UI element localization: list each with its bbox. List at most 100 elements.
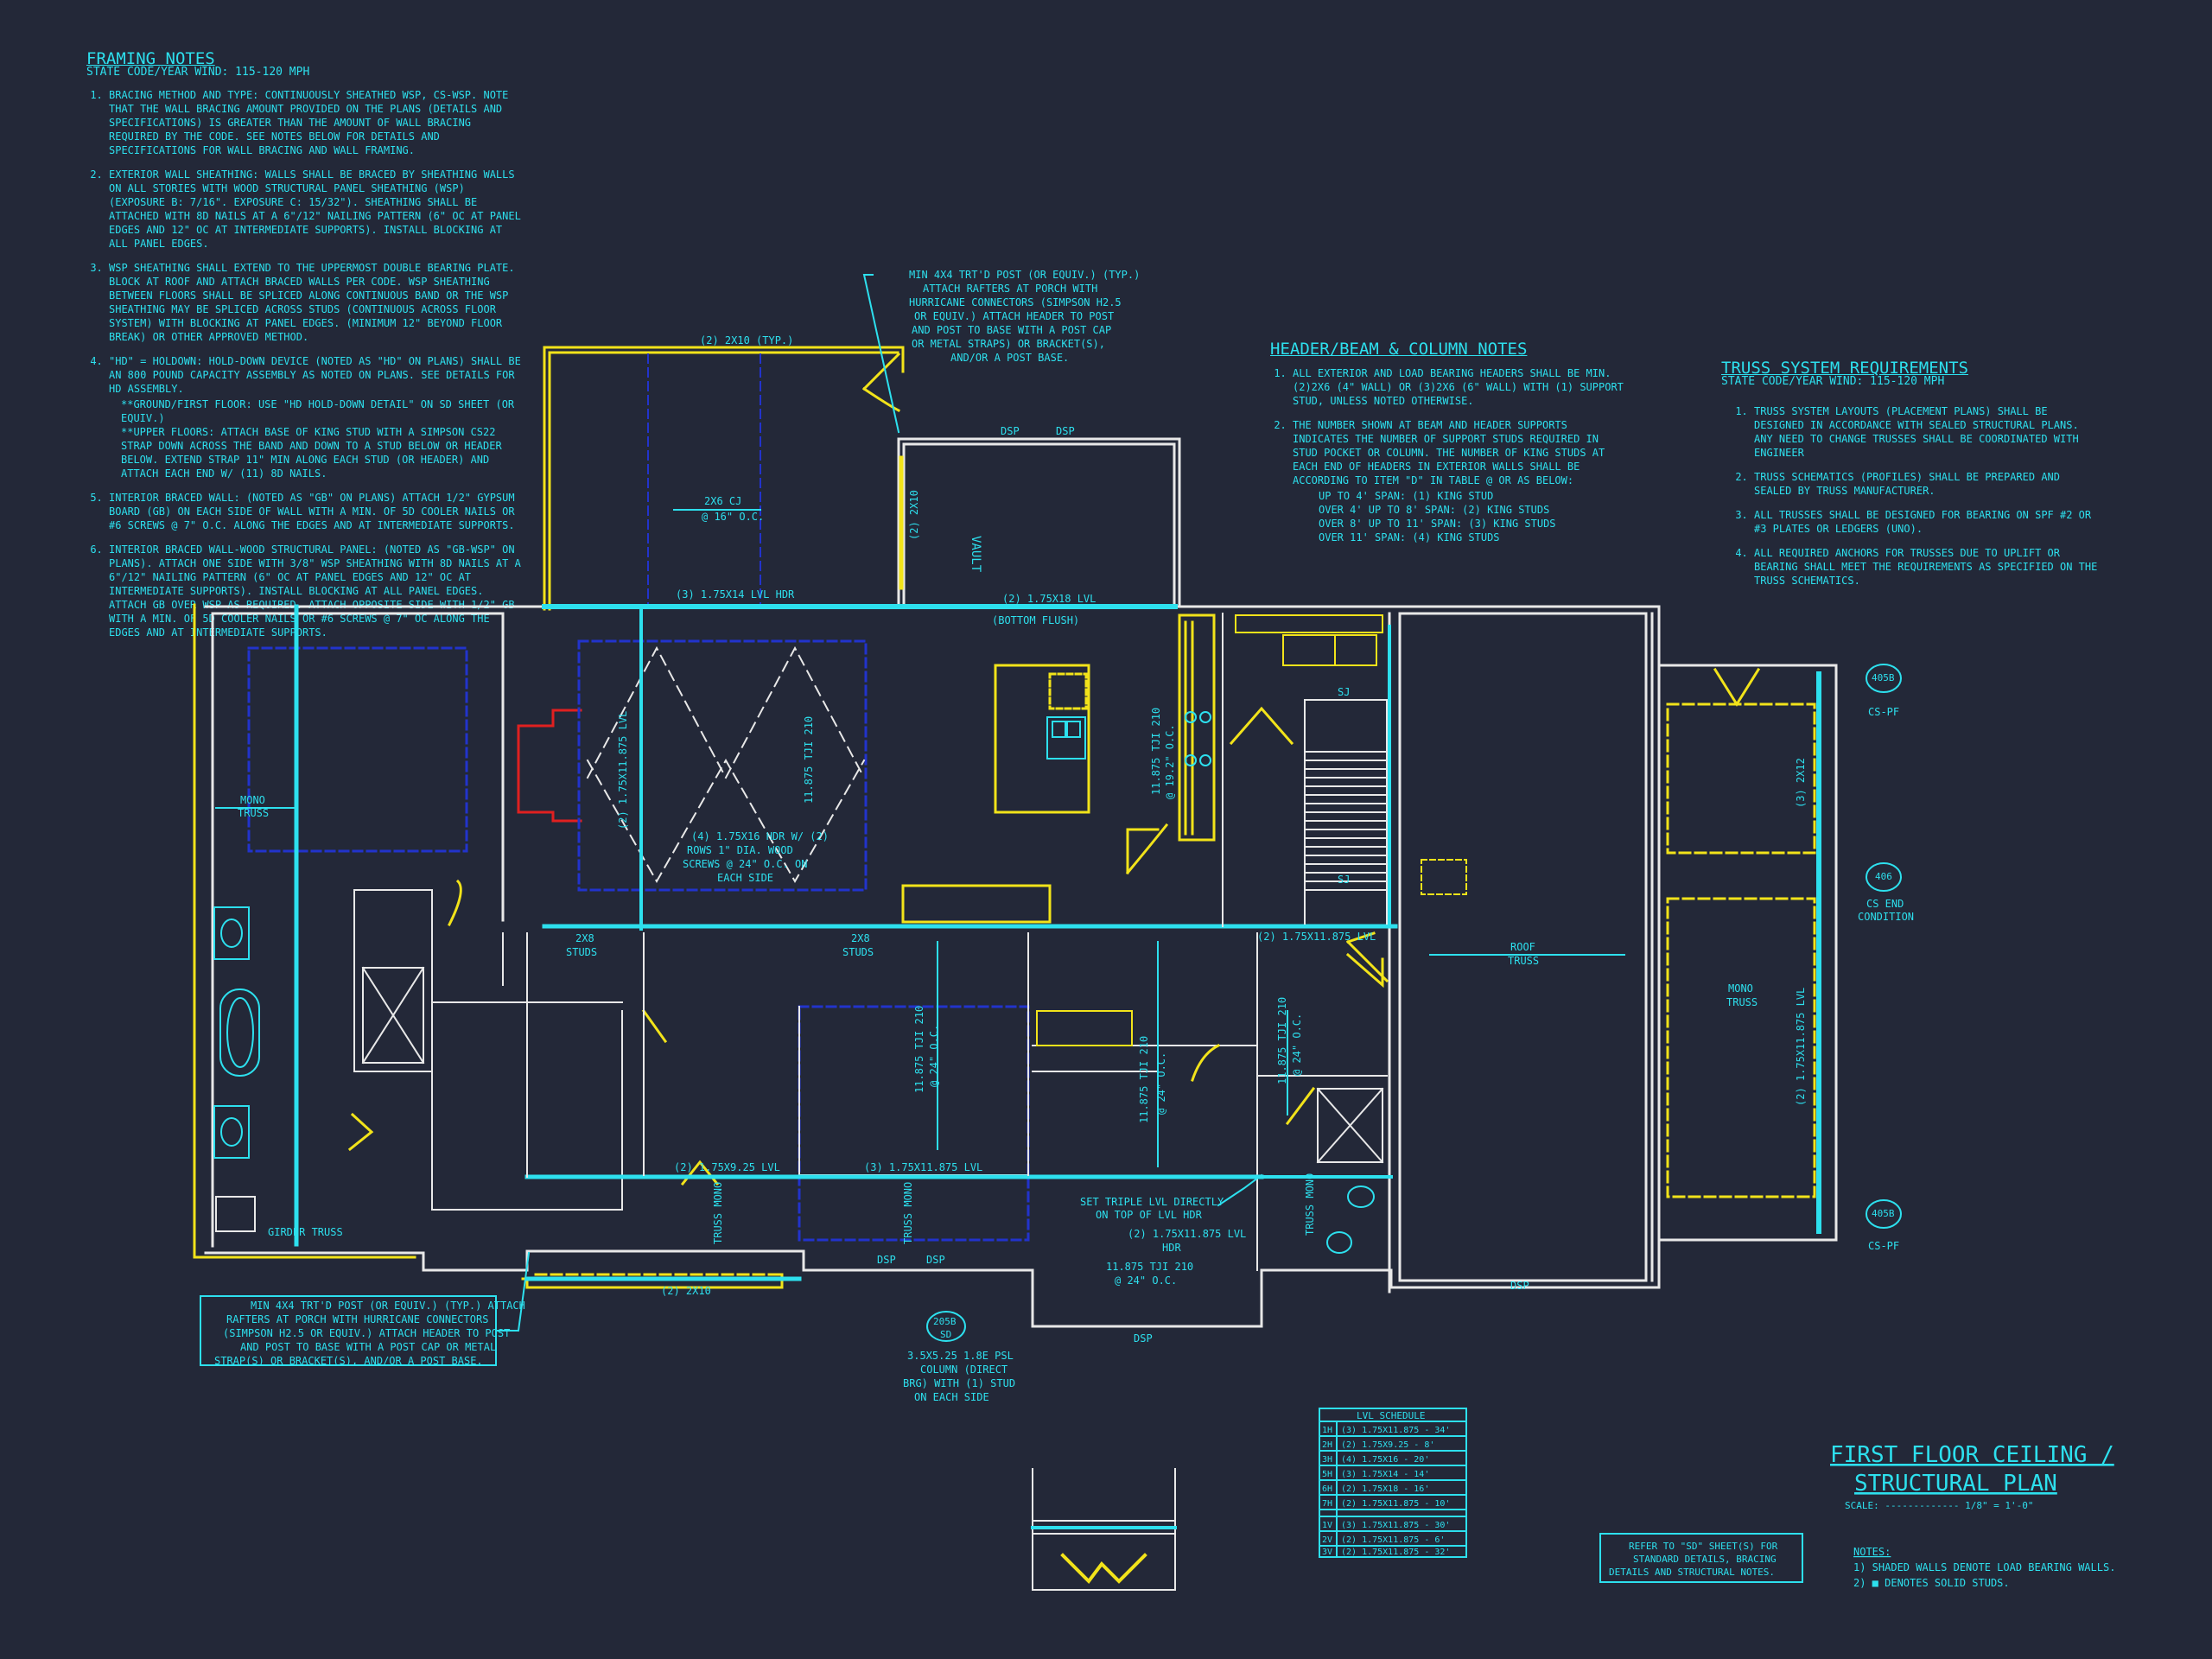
right-wing-lvl-label: (2) 1.75x11.875 LVL	[1795, 988, 1807, 1106]
bottom-flush-label: (BOTTOM FLUSH)	[992, 614, 1079, 626]
hdr-3-175x14-label: (3) 1.75x14 LVL HDR	[676, 588, 795, 601]
vault-room-walls	[897, 437, 1181, 607]
studs-2x8-right: 2x8	[851, 932, 870, 944]
fireplace	[517, 709, 582, 823]
lvl-row-desc-2: (2) 1.75x9.25 - 8'	[1341, 1440, 1434, 1450]
porch-beam-label: (2) 2x10 (TYP.)	[700, 334, 793, 346]
framing-note-4-sub-1: **GROUND/FIRST FLOOR: USE "HD HOLD-DOWN …	[121, 398, 515, 424]
porch-bottom-callout-2: RAFTERS AT PORCH WITH HURRICANE CONNECTO…	[226, 1313, 488, 1325]
framing-note-5: INTERIOR BRACED WALL: (NOTED AS "GB" ON …	[109, 491, 527, 532]
interior-walls	[502, 932, 1258, 1178]
studs-word-left: STUDS	[566, 946, 597, 958]
framing-note-3: WSP SHEATHING SHALL EXTEND TO THE UPPERM…	[109, 261, 527, 344]
cj-spacing-label: @ 16" O.C.	[702, 511, 764, 523]
right-wing-yellow-framing	[1666, 702, 1816, 1198]
girder-truss-label: GIRDER TRUSS	[268, 1226, 343, 1238]
triple-lvl-leader	[1217, 1173, 1263, 1207]
refer-sd-line-1: REFER TO "SD" SHEET(S) FOR	[1629, 1541, 1778, 1552]
triple-lvl-line-1: SET TRIPLE LVL DIRECTLY	[1080, 1196, 1224, 1208]
sheet-title-line-1: FIRST FLOOR CEILING /	[1830, 1442, 2114, 1468]
porch-top-callout-3: HURRICANE CONNECTORS (SIMPSON H2.5	[909, 296, 1122, 308]
lvl-row-tag-4: 5H	[1322, 1470, 1332, 1479]
exterior-walls	[204, 605, 1661, 1328]
great-room-vertical-lvl-label: (2) 1.75x11.875 LVL	[617, 711, 629, 830]
porch-top-leader	[862, 274, 900, 434]
porch-bottom-callout-5: STRAP(S) OR BRACKET(S), AND/OR A POST BA…	[214, 1355, 483, 1367]
column-note-4: ON EACH SIDE	[914, 1391, 989, 1403]
master-mono-label: MONO	[240, 794, 265, 806]
porch-bottom-callout-4: AND POST TO BASE WITH A POST CAP OR META…	[240, 1341, 496, 1353]
right-wing-door	[1713, 667, 1761, 707]
porch-bottom-beam-label: (2) 2x10	[661, 1285, 711, 1297]
truss-mono-bottom-right: TRUSS MONO	[1304, 1173, 1316, 1236]
sheet-scale: SCALE: ------------- 1/8" = 1'-0"	[1845, 1500, 2034, 1511]
header-note-2-sub-1: UP TO 4' SPAN: (1) KING STUD	[1319, 490, 1494, 502]
header-note-2-sub-4: OVER 11' SPAN: (4) KING STUDS	[1319, 531, 1500, 543]
mudroom-doors	[1229, 706, 1384, 988]
lvl-schedule-title: LVL SCHEDULE	[1357, 1410, 1425, 1421]
lvl-row-desc-4: (3) 1.75x14 - 14'	[1341, 1470, 1429, 1479]
cj-label: 2x6 CJ	[704, 495, 741, 507]
laundry	[1235, 614, 1383, 666]
condition-label: CONDITION	[1858, 911, 1914, 923]
framing-notes: FRAMING NOTES STATE CODE/YEAR Wind: 115-…	[86, 51, 527, 650]
header-note-2-text: THE NUMBER SHOWN AT BEAM AND HEADER SUPP…	[1293, 419, 1605, 486]
porch-top-walls	[543, 346, 905, 611]
porch-bottom-callout-1: MIN 4x4 TRT'D POST (OR EQUIV.) (TYP.) AT…	[251, 1300, 525, 1312]
framing-note-1: BRACING METHOD AND TYPE: CONTINUOUSLY SH…	[109, 88, 527, 157]
framing-notes-list: BRACING METHOD AND TYPE: CONTINUOUSLY SH…	[86, 88, 527, 639]
section-markers	[926, 664, 1902, 1342]
lvl-row-desc-8: (2) 1.75x11.875 - 6'	[1341, 1535, 1445, 1545]
entry-tj-spacing: @ 24" O.C.	[1115, 1274, 1177, 1287]
laundry-tj-spacing: @ 24" O.C.	[1291, 1014, 1303, 1076]
dining-tj-label: 11.875 TJI 210	[913, 1006, 925, 1093]
porch-top-callout-7: AND/OR A POST BASE.	[950, 352, 1069, 364]
right-wing-mono-label: MONO	[1728, 982, 1753, 995]
lvl-row-desc-9: (2) 1.75x11.875 - 32'	[1341, 1548, 1450, 1557]
foyer-tj-spacing: @ 24" O.C.	[1155, 1052, 1167, 1115]
kitchen-tj-label: 11.875 TJI 210	[803, 716, 815, 804]
truss-system-notes: TRUSS SYSTEM REQUIREMENTS STATE CODE/YEA…	[1721, 360, 2101, 598]
right-wing-walls	[1388, 612, 1838, 1294]
legend-title: NOTES:	[1853, 1546, 1891, 1558]
lvl-row-tag-9: 3V	[1322, 1548, 1332, 1557]
roof-label: ROOF	[1510, 941, 1535, 953]
porch-top-callout-6: OR METAL STRAPS) OR BRACKET(S),	[912, 338, 1105, 350]
porch-bottom-callout-3: (SIMPSON H2.5 OR EQUIV.) ATTACH HEADER T…	[223, 1327, 510, 1339]
lvl-schedule-grid	[1319, 1408, 1467, 1558]
dsp-label-dining-2: DSP	[926, 1254, 945, 1266]
dsp-label-dining-1: DSP	[877, 1254, 896, 1266]
great-room-lvl-note-2: SCREWS @ 24" O.C. ON	[683, 858, 808, 870]
dsp-label-entry: DSP	[1134, 1332, 1153, 1344]
truss-mono-bottom-mid: TRUSS MONO	[902, 1182, 914, 1244]
master-bath-fixtures	[213, 906, 260, 1159]
great-room-coffered-frame	[577, 639, 868, 892]
framing-note-4-sub-2: **UPPER FLOORS: ATTACH BASE OF KING STUD…	[121, 426, 502, 480]
dining-tj-spacing: @ 24" O.C.	[928, 1025, 940, 1087]
kitchen-range	[1185, 711, 1211, 766]
master-bath	[215, 889, 623, 1232]
lvl-row-tag-8: 2V	[1322, 1535, 1332, 1545]
porch-top-callout-2: ATTACH RAFTERS AT PORCH WITH	[923, 283, 1097, 295]
lvl-row-desc-5: (2) 1.75x18 - 16'	[1341, 1484, 1429, 1494]
right-bath-door	[1285, 1086, 1316, 1126]
foyer-door	[1191, 1043, 1221, 1082]
great-room-lvl-label: (4) 1.75x16 HDR w/ (2)	[691, 830, 829, 842]
dining-beam-label: (3) 1.75x11.875 LVL	[864, 1161, 982, 1173]
porch-top-framing	[647, 353, 761, 606]
porch-top-callout-4: OR EQUIV.) ATTACH HEADER TO POST	[914, 310, 1114, 322]
dsp-label-garage: DSP	[1510, 1280, 1529, 1292]
sd-406-label: 406	[1875, 871, 1892, 882]
great-room-lvl-note-1: ROWS 1" DIA. WOOD	[687, 844, 793, 856]
foyer-tj-label: 11.875 TJI 210	[1138, 1036, 1150, 1123]
lvl-row-desc-7: (3) 1.75x11.875 - 30'	[1341, 1521, 1450, 1530]
foyer-bench	[1036, 1010, 1133, 1046]
sd-205-label: 205B	[933, 1316, 957, 1327]
right-bath	[1256, 1075, 1388, 1164]
entry-tj-label: 11.875 TJI 210	[1106, 1261, 1193, 1273]
sj-label-2: SJ	[1338, 874, 1350, 886]
framing-note-4-text: "HD" = HOLDOWN: HOLD-DOWN DEVICE (NOTED …	[109, 355, 521, 395]
right-wing-truss-label: TRUSS	[1726, 996, 1758, 1008]
dsp-label-vault-1: DSP	[1001, 425, 1020, 437]
truss-mono-bottom-left: TRUSS MONO	[712, 1182, 724, 1244]
